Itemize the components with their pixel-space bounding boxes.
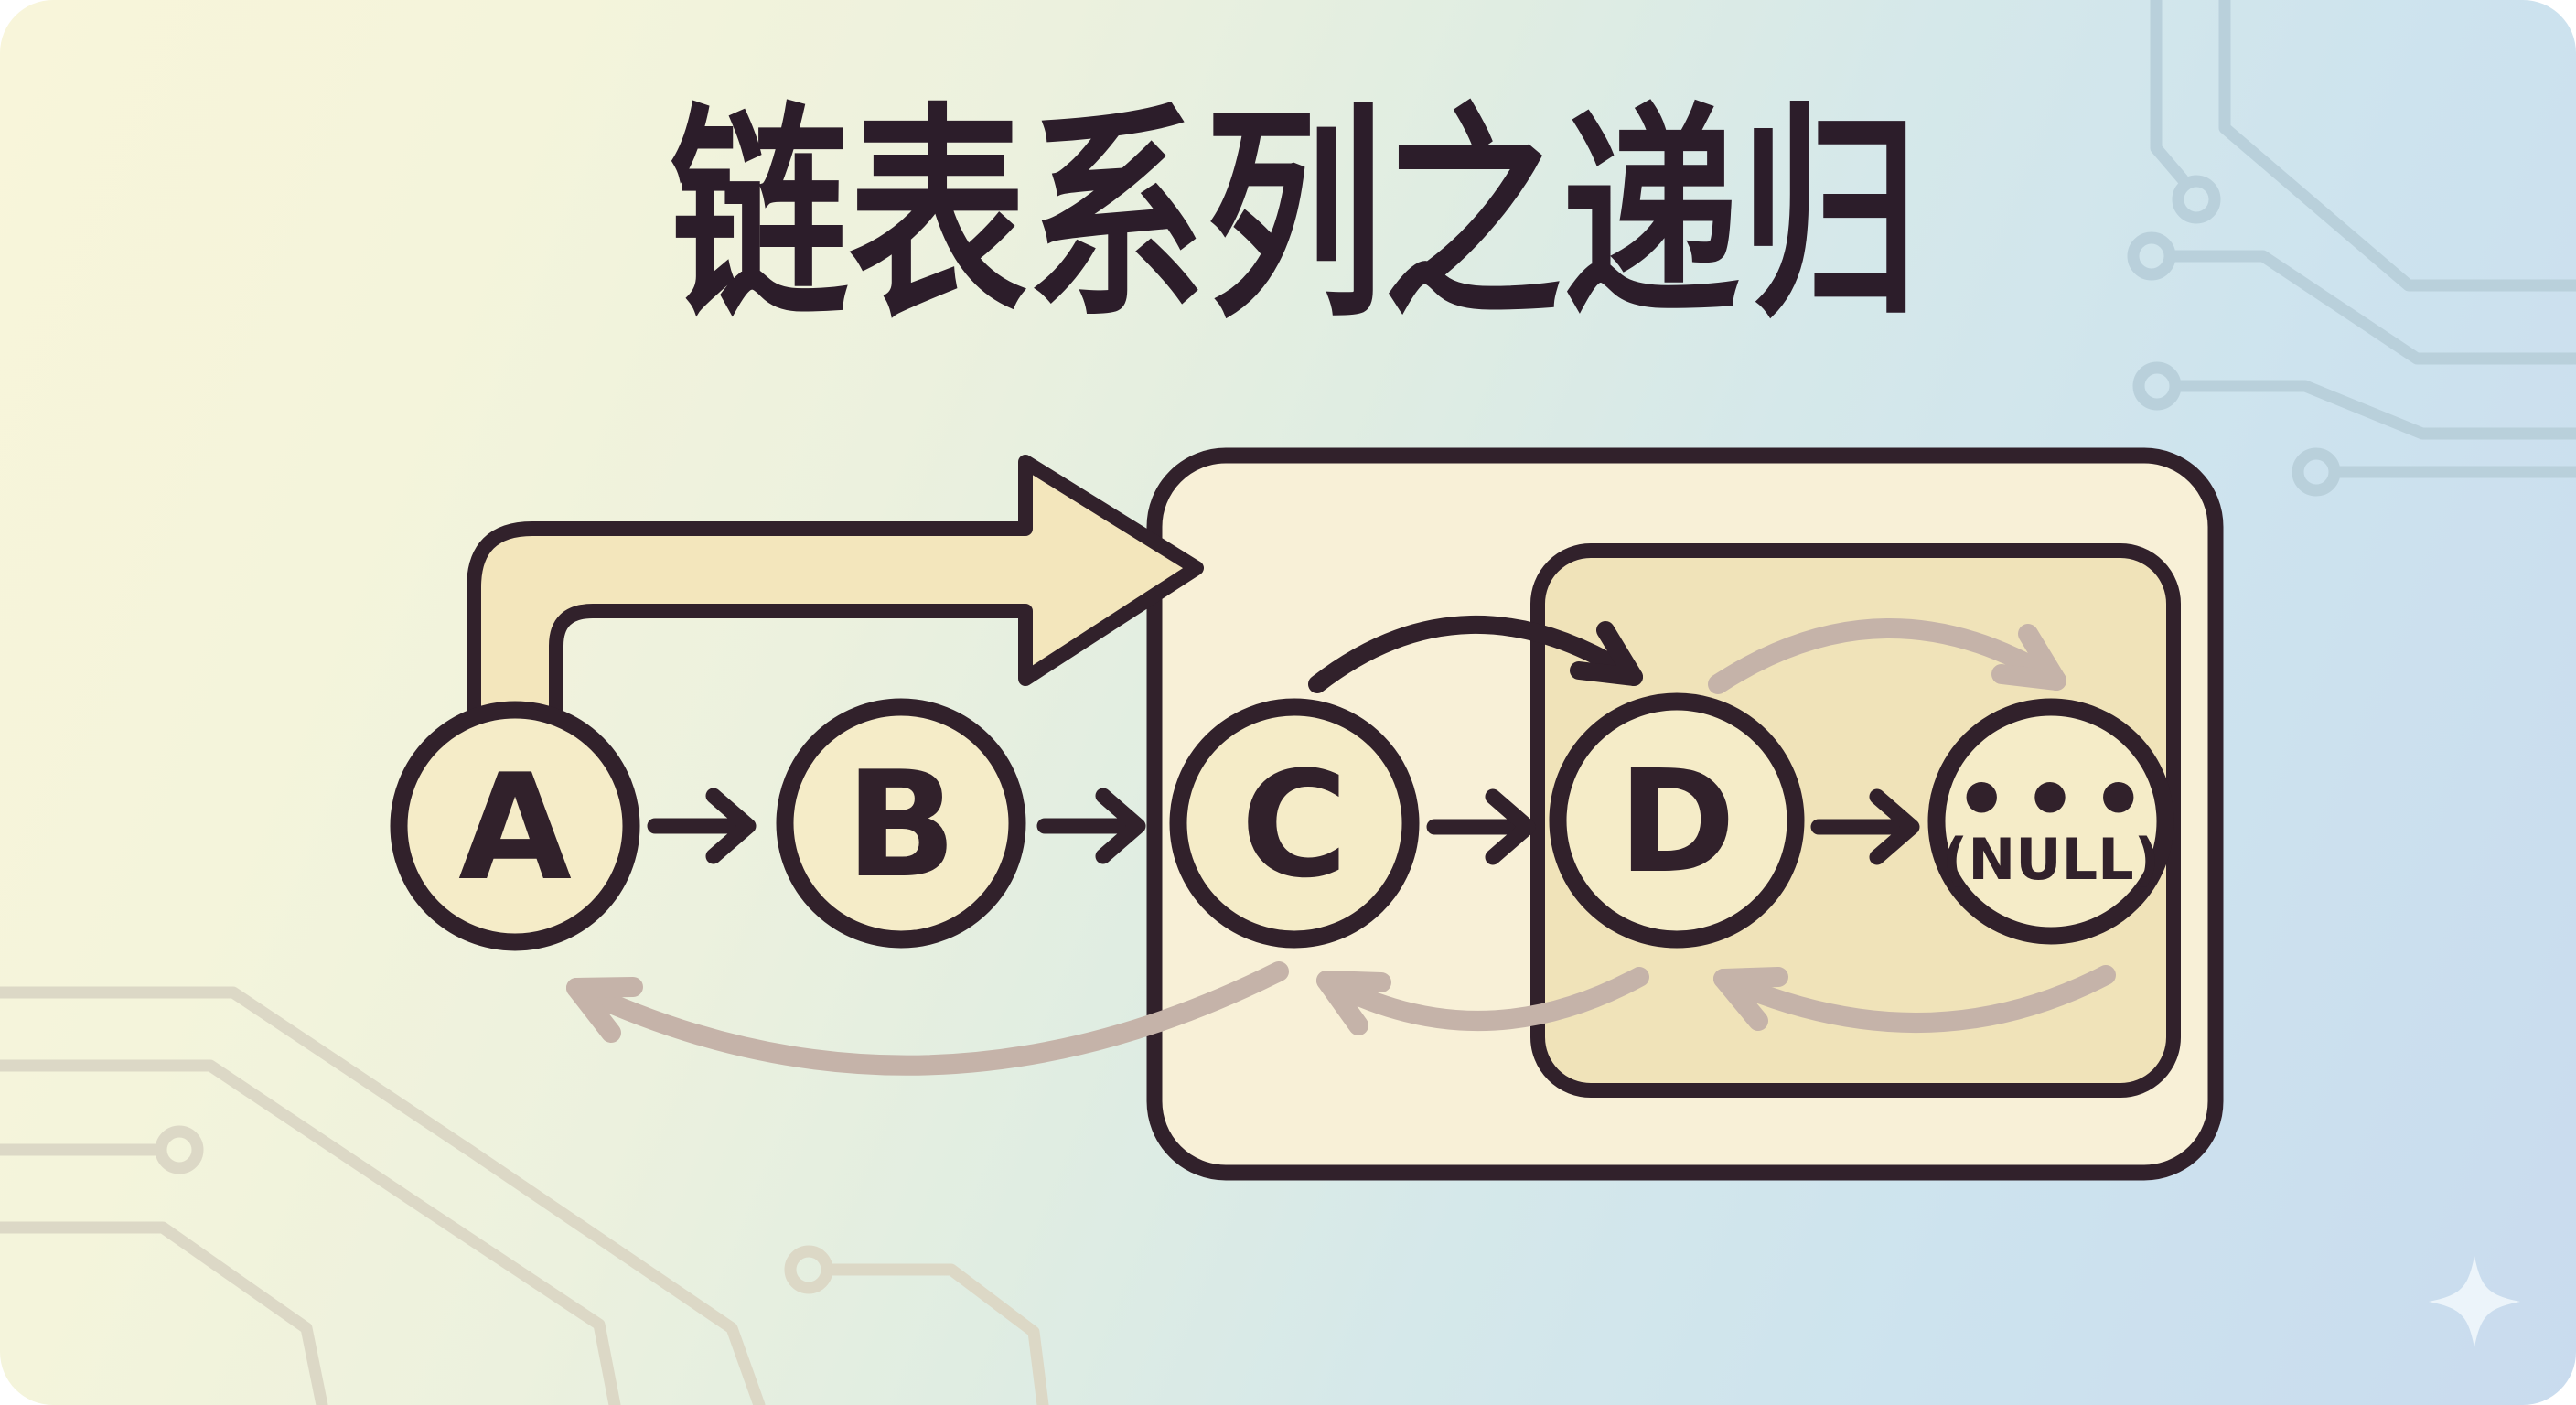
circuit-pad	[784, 1245, 833, 1294]
circuit-pad	[2292, 447, 2341, 497]
page-title: 链表系列之递归	[671, 85, 1919, 349]
node-circle	[1169, 698, 1420, 949]
arc-line	[566, 961, 1289, 1076]
circuit-pad	[155, 1125, 204, 1174]
circuit-line	[2218, 0, 2576, 292]
arc-line	[1308, 616, 1643, 693]
next-arrow-b-c	[1036, 788, 1146, 864]
circuit-line	[2150, 0, 2189, 186]
arrowhead-icon	[1316, 971, 1391, 1035]
node-label: D	[1618, 739, 1736, 905]
circuit-traces-bottom-left-icon	[0, 986, 1049, 1405]
return-arc-c-to-a	[566, 961, 1289, 1076]
node-label: A	[458, 742, 572, 913]
next-arrow-a-b	[647, 788, 757, 864]
arrowhead-icon	[1570, 621, 1643, 686]
circuit-pad	[2132, 361, 2182, 411]
arc-line	[1316, 967, 1649, 1031]
node-null-label: (NULL)	[1942, 826, 2160, 893]
list-node-a: A	[390, 701, 640, 951]
node-label: C	[1240, 739, 1347, 910]
circuit-line	[2171, 380, 2576, 440]
arrowhead-icon	[1485, 788, 1536, 865]
recursive-call-arc-d-to-null	[1708, 618, 2066, 694]
arrowhead-icon	[1991, 624, 2066, 691]
arrowhead-icon	[705, 788, 757, 864]
next-arrow-d-null	[1810, 788, 1920, 865]
next-arrow-c-d	[1426, 788, 1536, 865]
circuit-traces-top-right-icon	[2127, 0, 2576, 497]
node-circle	[1549, 692, 1805, 949]
circuit-line	[2165, 250, 2576, 365]
arrowhead-icon	[566, 977, 643, 1043]
return-arc-d-to-c	[1316, 967, 1649, 1035]
arrowhead-icon	[1869, 788, 1920, 865]
list-node-b: B	[776, 698, 1026, 949]
node-ellipsis-label: •••	[1954, 750, 2159, 851]
list-node-c: C	[1169, 698, 1420, 949]
list-node-d: D	[1549, 692, 1805, 949]
node-label: B	[845, 739, 957, 910]
recursive-call-arc-c-to-d	[1308, 616, 1643, 693]
arrowhead-icon	[1713, 967, 1788, 1031]
node-circle	[776, 698, 1026, 949]
arrowhead-icon	[1095, 788, 1146, 864]
node-circle	[390, 701, 640, 951]
return-arc-null-to-d	[1713, 965, 2116, 1033]
big-call-arrow	[467, 455, 1204, 739]
sparkle-icon	[2429, 1256, 2520, 1347]
circuit-pad	[2127, 231, 2176, 281]
circuit-line	[0, 1059, 621, 1405]
arc-line	[1713, 965, 2116, 1033]
list-node-null: ••• (NULL)	[1927, 698, 2174, 945]
circuit-line	[0, 986, 766, 1405]
circuit-line	[824, 1263, 1049, 1405]
node-circle	[1927, 698, 2174, 945]
arc-line	[1708, 618, 2066, 694]
circuit-line	[0, 1221, 328, 1405]
circuit-pad	[2172, 175, 2221, 224]
